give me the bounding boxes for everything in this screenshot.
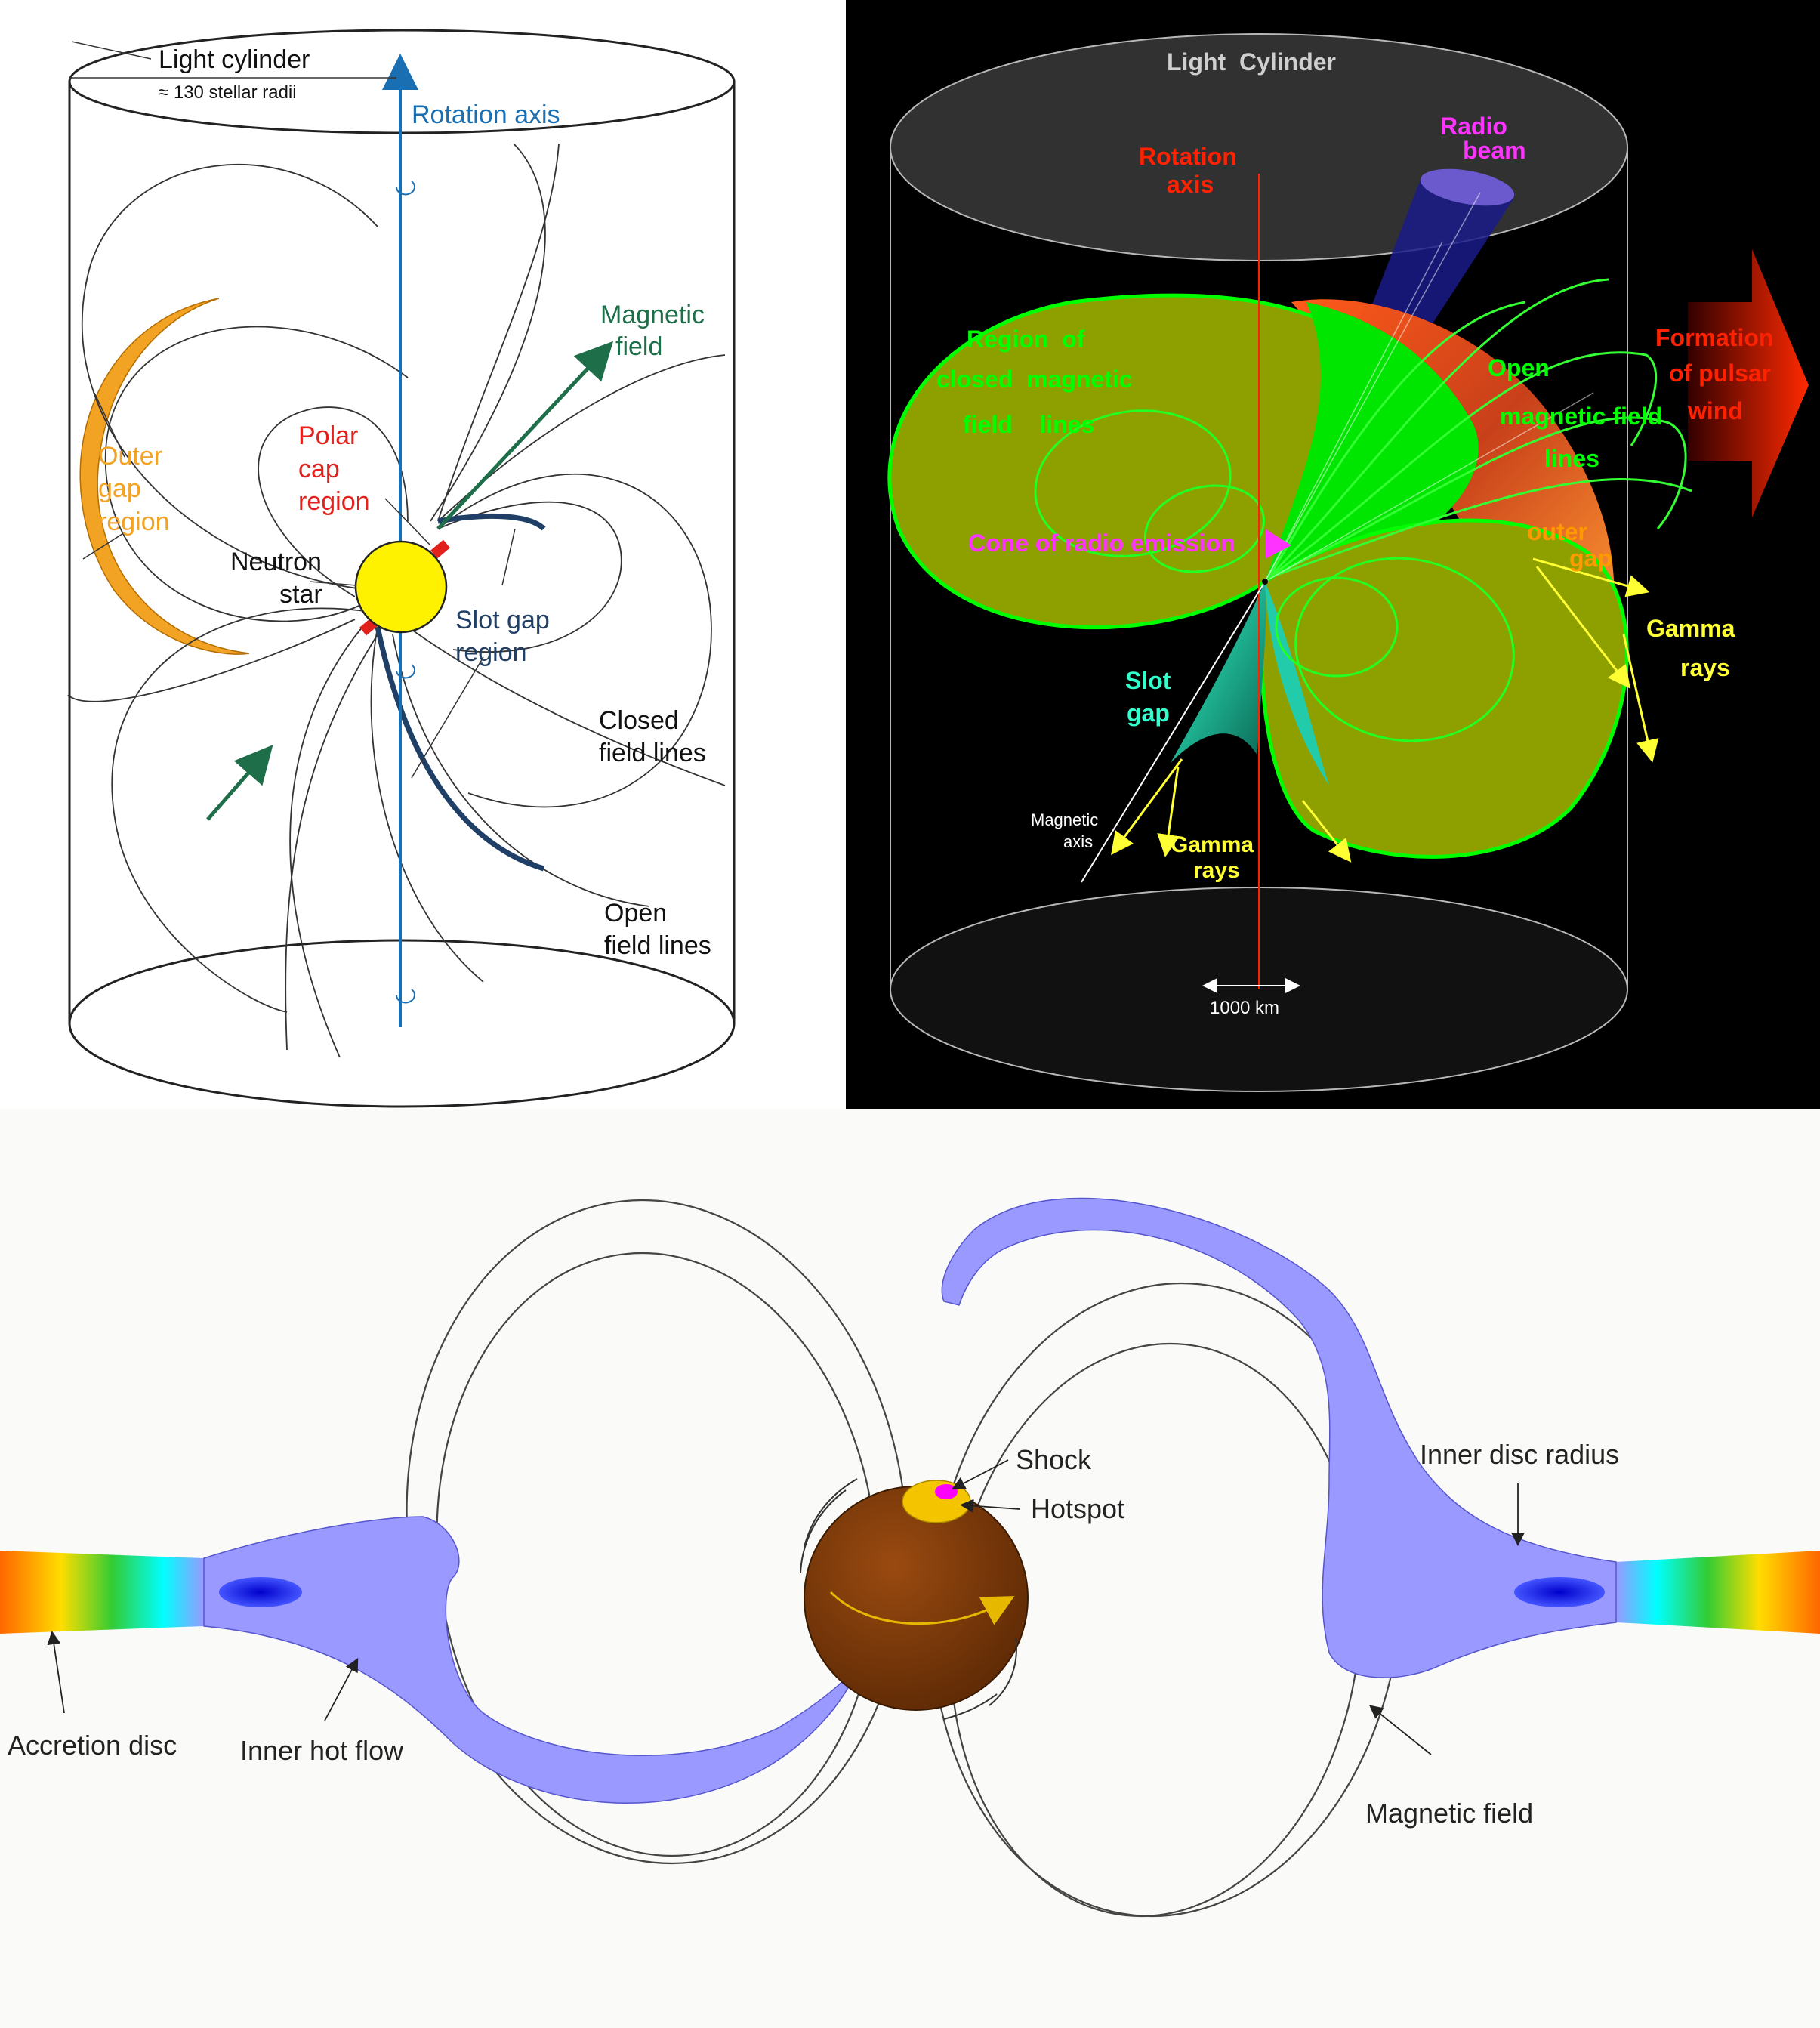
polar-cap-upper — [430, 539, 450, 559]
closed-region-label-3: field lines — [963, 411, 1094, 438]
pulsar-wind-label-1: Formation — [1655, 324, 1773, 351]
cone-of-radio-emission-icon — [1265, 529, 1291, 559]
accreting-pulsar-svg: Shock Hotspot Inner disc radius Accretio… — [0, 1197, 1820, 1918]
neutron-star-shape — [354, 540, 448, 634]
slot-gap-shape — [1171, 582, 1266, 763]
slot-gap-label-1: Slot gap — [455, 606, 550, 634]
magnetic-axis-label-1: Magnetic — [1031, 810, 1098, 829]
slot-gap-label-2: region — [455, 638, 527, 667]
rotation-axis-label-2: axis — [1167, 171, 1214, 198]
closed-region-label-2: closed magnetic — [936, 366, 1133, 393]
hotspot-shape — [902, 1480, 971, 1523]
polar-cap-label-1: Polar — [298, 421, 358, 450]
neutron-star-label-1: Neutron — [230, 548, 322, 576]
closed-field-loops — [1034, 409, 1515, 742]
shock-shape — [935, 1484, 958, 1499]
accretion-disc-label: Accretion disc — [8, 1730, 177, 1761]
inner-hot-flow-left — [203, 1516, 862, 1804]
star-rotation-marks — [800, 1478, 1017, 1720]
gamma-ray-arrows — [1111, 557, 1659, 863]
gamma-rays-lower-label-1: Gamma — [1171, 832, 1254, 857]
disc-hole-right — [1514, 1577, 1605, 1607]
accretion-disc-right — [1616, 1551, 1820, 1634]
outer-gap-label-1: Outer — [98, 442, 162, 471]
outer-gap-label-2: gap — [98, 474, 141, 503]
pulsar-wind-label-3: wind — [1687, 397, 1743, 424]
outer-gap-label-3: region — [98, 508, 170, 536]
open-field-lines-label-1: Open — [604, 899, 667, 928]
star-center-dot — [1262, 579, 1268, 585]
label-leader-arrows — [47, 1459, 1525, 1755]
neutron-star-label-2: star — [279, 580, 322, 609]
rotation-axis-label-1: Rotation — [1139, 143, 1237, 170]
closed-field-lines-label-2: field lines — [599, 739, 706, 767]
panel-pulsar-magnetosphere-schematic: Light cylinder ≈ 130 stellar radii Rotat… — [0, 0, 846, 1109]
open-field-lines-label-2: field lines — [604, 931, 711, 960]
closed-region-lower-lobe — [1259, 518, 1629, 859]
field-lines — [67, 143, 726, 1058]
shock-label: Shock — [1016, 1444, 1092, 1475]
hotspot-label: Hotspot — [1031, 1493, 1124, 1524]
gamma-rays-right-label-2: rays — [1680, 654, 1730, 681]
radio-beam-label-2: beam — [1463, 137, 1526, 164]
magnetic-field-arrow-upper — [436, 341, 614, 530]
inner-disc-radius-label: Inner disc radius — [1420, 1439, 1619, 1470]
magnetic-field-arrow-lower — [206, 745, 273, 821]
magnetic-field-label: Magnetic field — [1365, 1798, 1533, 1829]
inner-hot-flow-label: Inner hot flow — [240, 1735, 404, 1766]
polar-cap-label-2: cap — [298, 455, 340, 483]
open-lines-label-1: Open — [1488, 354, 1550, 381]
scale-bar-label: 1000 km — [1210, 998, 1279, 1018]
gamma-rays-right-label-1: Gamma — [1646, 615, 1735, 642]
pulsar-wind-arrow — [1688, 249, 1809, 517]
slot-gap-region-shape — [375, 513, 546, 872]
radio-beam-cap — [1420, 168, 1515, 206]
slot-gap-label-3d-2: gap — [1127, 699, 1170, 727]
light-cylinder-label: Light cylinder — [159, 45, 310, 74]
panel-pulsar-3d-model: Light Cylinder Rotation axis Radio beam … — [846, 0, 1820, 1109]
outer-gap-label-3d-2: gap — [1569, 545, 1612, 572]
magnetosphere-schematic-svg: Light cylinder ≈ 130 stellar radii Rotat… — [67, 29, 736, 1108]
open-line-rays — [1264, 192, 1594, 582]
light-cylinder-label-3d: Light Cylinder — [1167, 48, 1336, 76]
open-lines-label-3: lines — [1544, 445, 1599, 472]
outer-gap-label-3d-1: outer — [1527, 518, 1587, 545]
magnetic-field-label-2: field — [615, 332, 662, 361]
rotation-axis-label: Rotation axis — [412, 100, 560, 129]
light-cylinder-radius-label: ≈ 130 stellar radii — [159, 82, 297, 103]
cone-of-radio-emission-label: Cone of radio emission — [968, 529, 1235, 557]
closed-region-upper-bright — [1265, 302, 1479, 582]
rotation-direction-icons — [396, 181, 415, 1004]
disc-hole-left — [219, 1577, 302, 1607]
accretion-disc-left — [0, 1551, 204, 1634]
closed-field-lines-label-1: Closed — [599, 706, 679, 735]
polar-cap-label-3: region — [298, 487, 370, 516]
pulsar-wind-label-2: of pulsar — [1669, 360, 1771, 387]
open-lines-label-2: magnetic field — [1500, 403, 1662, 430]
closed-region-label-1: Region of — [967, 326, 1085, 353]
panel-accreting-pulsar: Shock Hotspot Inner disc radius Accretio… — [0, 1109, 1820, 2028]
gamma-rays-lower-label-2: rays — [1193, 858, 1240, 883]
radio-beam-label-1: Radio — [1440, 113, 1507, 140]
magnetic-field-label-1: Magnetic — [600, 301, 705, 329]
slot-gap-shape-right — [1265, 582, 1329, 786]
magnetic-axis-label-2: axis — [1063, 832, 1093, 851]
pulsar-3d-model-svg: Light Cylinder Rotation axis Radio beam … — [887, 33, 1809, 1092]
leader-lines — [69, 41, 516, 779]
outer-gap-region-shape — [79, 298, 250, 655]
open-field-lines — [1267, 278, 1692, 579]
rotation-direction-arrow — [829, 1591, 1015, 1625]
inner-hot-flow-right — [941, 1197, 1617, 1678]
slot-gap-label-3d-1: Slot — [1125, 667, 1171, 694]
